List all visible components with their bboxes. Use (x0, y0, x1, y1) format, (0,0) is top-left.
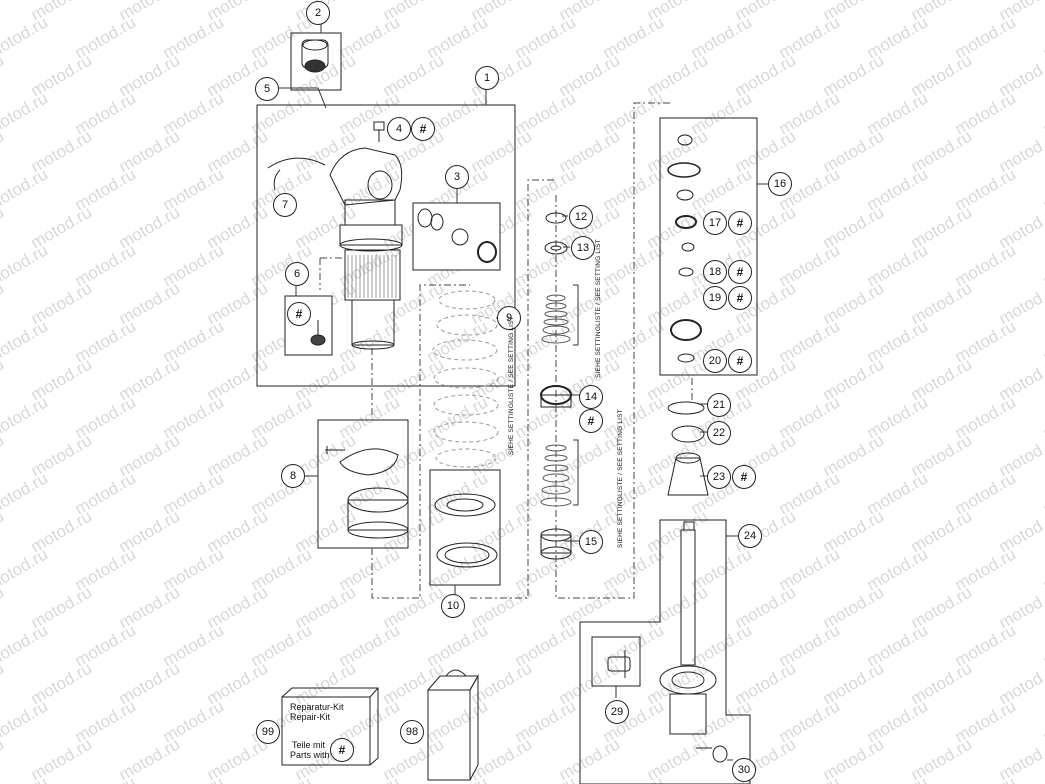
callout-13[interactable]: 13 (571, 236, 595, 260)
callout-23[interactable]: 23 (707, 465, 731, 489)
parts-with-label-en: Parts with (290, 750, 330, 760)
part-bushing-set-16 (667, 134, 702, 363)
part-adjuster-collar (325, 446, 409, 539)
part-shim-stack-upper (541, 294, 571, 344)
part-nut-15 (540, 528, 572, 560)
repair-kit-label-de: Reparatur-Kit (290, 702, 344, 712)
hash-mark-19: # (728, 286, 752, 310)
part-repair-kit-box (281, 687, 379, 766)
group-frame-10 (429, 469, 501, 586)
part-washers-12-13 (544, 212, 568, 255)
callout-15[interactable]: 15 (579, 530, 603, 554)
callout-30[interactable]: 30 (732, 758, 756, 782)
part-shim-stack-lower (540, 444, 572, 507)
callout-3[interactable]: 3 (445, 165, 469, 189)
callout-10[interactable]: 10 (441, 594, 465, 618)
group-frame-1 (256, 104, 516, 387)
group-frame-3 (412, 202, 501, 271)
part-nut-30 (696, 745, 728, 763)
callout-12[interactable]: 12 (569, 205, 593, 229)
part-reservoir-cap (301, 39, 329, 73)
group-frame-24 (579, 519, 751, 784)
part-valve (373, 121, 385, 142)
hash-mark-4: # (411, 117, 435, 141)
part-seal-kit (417, 208, 497, 263)
group-frame-29 (591, 636, 641, 687)
callout-9[interactable]: 9 (497, 306, 521, 330)
callout-17[interactable]: 17 (703, 211, 727, 235)
callout-1[interactable]: 1 (475, 66, 499, 90)
callout-98[interactable]: 98 (400, 720, 424, 744)
callout-22[interactable]: 22 (707, 421, 731, 445)
part-piston (540, 385, 572, 408)
callout-24[interactable]: 24 (738, 524, 762, 548)
callout-19[interactable]: 19 (703, 286, 727, 310)
callout-5[interactable]: 5 (255, 77, 279, 101)
part-valve-29 (607, 650, 631, 678)
parts-with-label-de: Teile mit (292, 740, 326, 750)
callout-14[interactable]: 14 (579, 385, 603, 409)
hash-mark-6: # (287, 302, 311, 326)
hash-mark-17: # (728, 211, 752, 235)
callout-2[interactable]: 2 (306, 1, 330, 25)
callout-8[interactable]: 8 (281, 464, 305, 488)
repair-kit-label-en: Repair-Kit (290, 712, 331, 722)
part-spring-seats (434, 493, 498, 568)
callout-7[interactable]: 7 (273, 193, 297, 217)
part-spring (432, 290, 499, 468)
part-bleed-screw (310, 320, 326, 346)
callout-16[interactable]: 16 (768, 172, 792, 196)
hash-mark-18: # (728, 260, 752, 284)
part-bumper-21-23 (667, 401, 709, 496)
setting-list-label-upper: SIEHE SETTINGLISTE / SEE SETTING LIST (595, 239, 602, 378)
hash-mark-14: # (579, 409, 603, 433)
callout-99[interactable]: 99 (256, 720, 280, 744)
part-clip-ring (267, 157, 326, 191)
hash-mark-99: # (330, 738, 354, 762)
setting-list-label-lower: SIEHE SETTINGLISTE / SEE SETTING LIST (617, 409, 624, 548)
callout-29[interactable]: 29 (605, 700, 629, 724)
callout-4[interactable]: 4 (387, 117, 411, 141)
part-oil-can (427, 669, 479, 781)
group-frame-2 (290, 32, 342, 91)
part-shock-body (329, 147, 403, 350)
hash-mark-23: # (732, 465, 756, 489)
group-frame-16 (659, 117, 758, 376)
callout-21[interactable]: 21 (707, 393, 731, 417)
callout-6[interactable]: 6 (285, 262, 309, 286)
group-frame-8 (317, 419, 409, 549)
setting-list-label-left: SIEHE SETTINGLISTE / SEE SETTING LIST (508, 316, 515, 455)
hash-mark-20: # (728, 349, 752, 373)
callout-20[interactable]: 20 (703, 349, 727, 373)
callout-18[interactable]: 18 (703, 260, 727, 284)
part-piston-rod (659, 521, 717, 735)
